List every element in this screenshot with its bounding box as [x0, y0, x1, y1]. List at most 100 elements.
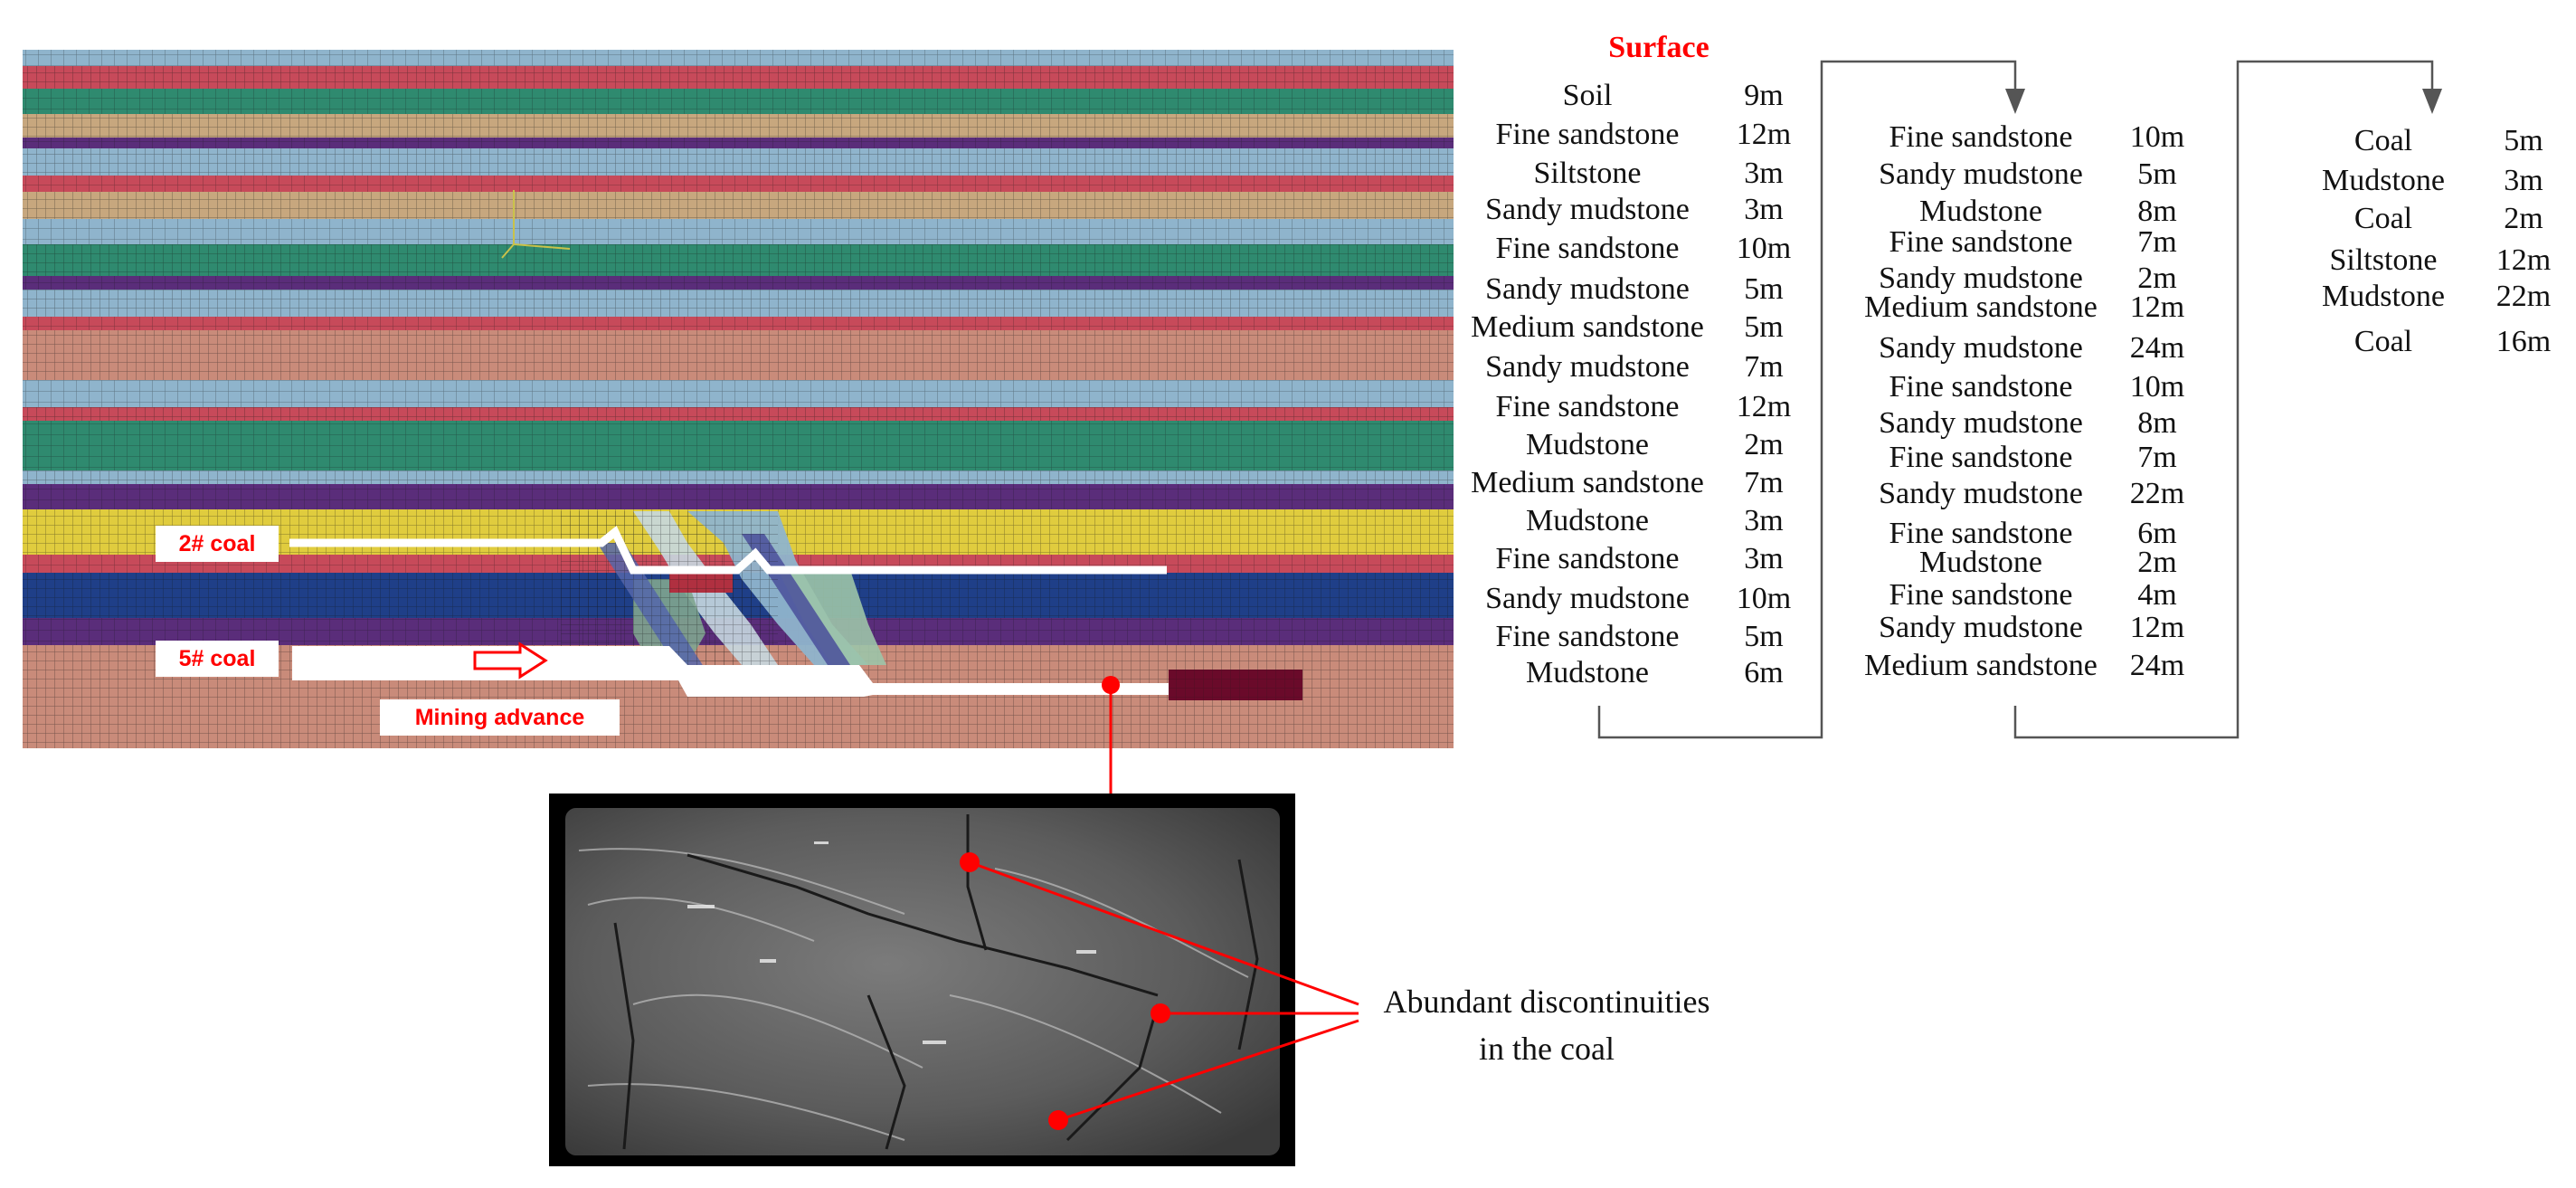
stratum-name: Sandy mudstone — [1485, 272, 1690, 306]
stratum-name: Sandy mudstone — [1485, 193, 1690, 226]
strata-mesh — [23, 484, 1454, 509]
stratum-name: Medium sandstone — [1864, 290, 2098, 324]
stratum-name: Sandy mudstone — [1879, 611, 2083, 644]
stratum-name: Coal — [2353, 202, 2413, 235]
stratum-thickness: 12m — [1736, 118, 1792, 151]
stratum-thickness: 6m — [1744, 656, 1784, 689]
stratum-name: Coal — [2353, 325, 2413, 358]
stratum-name: Fine sandstone — [1495, 620, 1680, 653]
stratum-thickness: 5m — [2504, 124, 2543, 157]
stratum-name: Fine sandstone — [1889, 225, 2073, 259]
strata-mesh — [23, 244, 1454, 276]
stratum-name: Sandy mudstone — [1879, 477, 2083, 510]
stratum-name: Fine sandstone — [1889, 578, 2073, 612]
stratum-thickness: 2m — [2137, 546, 2177, 579]
surface-label: Surface — [1608, 31, 1709, 64]
stratum-thickness: 3m — [1744, 504, 1784, 537]
stratum-thickness: 2m — [2504, 202, 2543, 235]
stratum-thickness: 24m — [2129, 331, 2185, 365]
strata-mesh — [23, 66, 1454, 89]
stratum-thickness: 4m — [2137, 578, 2177, 612]
connector-arrows — [2005, 89, 2442, 114]
stratum-thickness: 5m — [1744, 310, 1784, 344]
stratum-name: Sandy mudstone — [1879, 261, 2083, 295]
strata-mesh — [23, 138, 1454, 148]
strata-mesh — [23, 330, 1454, 380]
stratum-name: Sandy mudstone — [1485, 350, 1690, 384]
stratum-thickness: 22m — [2496, 280, 2552, 313]
stratum-thickness: 22m — [2129, 477, 2185, 510]
stratum-thickness: 16m — [2496, 325, 2552, 358]
stratum-name: Sandy mudstone — [1485, 582, 1690, 615]
strata-mesh — [23, 317, 1454, 330]
coal-seam-2-label: 2# coal — [156, 526, 279, 562]
stratum-thickness: 5m — [1744, 620, 1784, 653]
stratum-name: Sandy mudstone — [1879, 331, 2083, 365]
mining-advance-label: Mining advance — [380, 699, 620, 736]
stratum-name: Mudstone — [2322, 280, 2445, 313]
stratum-name: Siltstone — [2329, 243, 2438, 277]
stratum-thickness: 6m — [2137, 517, 2177, 550]
stratum-thickness: 5m — [2137, 157, 2177, 191]
callout-line-2: in the coal — [1479, 1031, 1615, 1067]
stratum-thickness: 12m — [2129, 290, 2185, 324]
numerical-model — [23, 50, 1454, 748]
strata-mesh — [23, 290, 1454, 317]
stratum-thickness: 8m — [2137, 406, 2177, 440]
callout-line-1: Abundant discontinuities — [1383, 984, 1710, 1020]
stratum-thickness: 3m — [1744, 193, 1784, 226]
stratum-thickness: 12m — [1736, 390, 1792, 423]
strata-mesh — [23, 380, 1454, 407]
stratum-thickness: 3m — [2504, 164, 2543, 197]
stratum-name: Soil — [1562, 79, 1613, 112]
stratum-thickness: 3m — [1744, 157, 1784, 190]
strata-mesh — [23, 89, 1454, 114]
goaf-zone — [561, 511, 886, 670]
stratum-thickness: 7m — [2137, 441, 2177, 474]
strata-mesh — [23, 192, 1454, 219]
stratum-thickness: 24m — [2129, 649, 2185, 682]
stratum-thickness: 12m — [2129, 611, 2185, 644]
stratum-name: Mudstone — [2322, 164, 2445, 197]
strata-mesh — [23, 407, 1454, 421]
stratum-name: Fine sandstone — [1889, 370, 2073, 404]
stratum-name: Mudstone — [1919, 195, 2042, 228]
stratum-name: Mudstone — [1919, 546, 2042, 579]
mining-advance-arrow — [473, 642, 548, 680]
axes-glyph — [501, 190, 571, 259]
stratum-name: Fine sandstone — [1495, 390, 1680, 423]
stratum-name: Fine sandstone — [1495, 118, 1680, 151]
strata-mesh — [23, 176, 1454, 192]
stratum-thickness: 10m — [2129, 120, 2185, 154]
stratum-thickness: 8m — [2137, 195, 2177, 228]
stratum-name: Sandy mudstone — [1879, 406, 2083, 440]
stratum-thickness: 2m — [2137, 261, 2177, 295]
strata-mesh — [23, 114, 1454, 138]
strata-mesh — [23, 470, 1454, 484]
strata-mesh — [23, 148, 1454, 176]
coal-seam-2-cut — [289, 525, 1167, 575]
stratum-thickness: 7m — [1744, 466, 1784, 499]
stratum-name: Medium sandstone — [1864, 649, 2098, 682]
callout-lines — [969, 860, 1359, 1122]
stratum-name: Sandy mudstone — [1879, 157, 2083, 191]
strata-mesh — [23, 276, 1454, 290]
stratum-thickness: 7m — [2137, 225, 2177, 259]
stratum-name: Siltstone — [1533, 157, 1642, 190]
stratum-name: Fine sandstone — [1889, 441, 2073, 474]
stratum-thickness: 5m — [1744, 272, 1784, 306]
stratum-name: Fine sandstone — [1889, 517, 2073, 550]
stratum-thickness: 12m — [2496, 243, 2552, 277]
stratum-name: Coal — [2353, 124, 2413, 157]
stratum-thickness: 10m — [2129, 370, 2185, 404]
strata-mesh — [23, 421, 1454, 470]
stratum-name: Fine sandstone — [1495, 232, 1680, 265]
stratum-name: Medium sandstone — [1471, 310, 1704, 344]
stratum-name: Medium sandstone — [1471, 466, 1704, 499]
strata-mesh — [23, 50, 1454, 66]
coal-sample-image — [549, 794, 1295, 1166]
stratum-thickness: 7m — [1744, 350, 1784, 384]
stratum-name: Mudstone — [1526, 428, 1649, 461]
stratum-thickness: 10m — [1736, 582, 1792, 615]
